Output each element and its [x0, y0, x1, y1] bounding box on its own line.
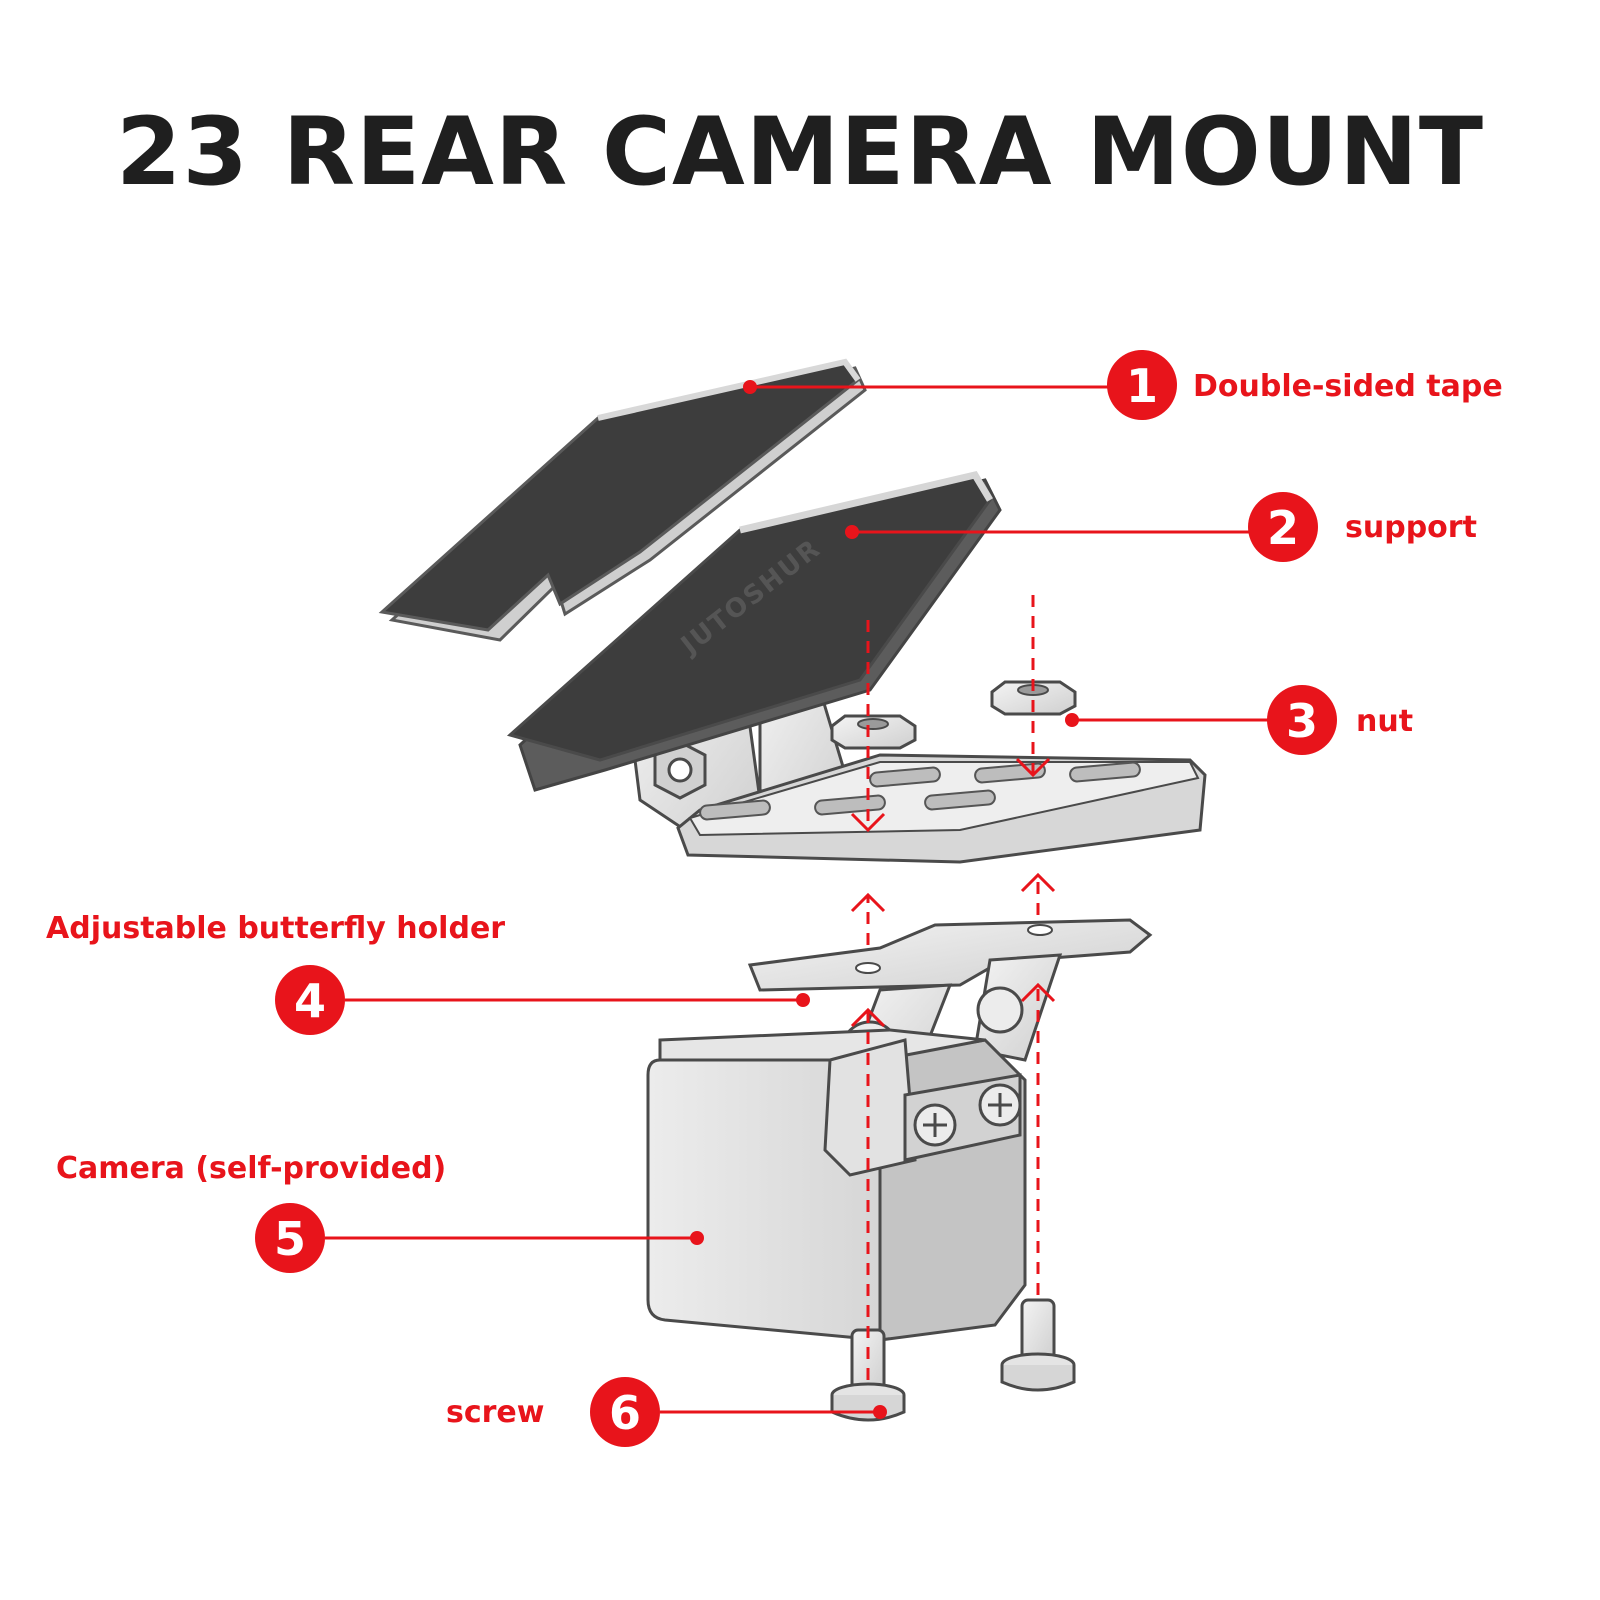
callout-label-4: Adjustable butterfly holder [46, 911, 505, 946]
callout-label-1: Double-sided tape [1193, 369, 1503, 404]
callout-6: screw 6 [446, 1377, 887, 1447]
callout-1: 1 Double-sided tape [743, 350, 1503, 420]
callout-2: 2 support [845, 492, 1477, 562]
callout-number-4: 4 [294, 974, 326, 1028]
assembly-guides [850, 595, 1056, 1380]
nut-part [830, 680, 1077, 750]
callout-label-3: nut [1356, 704, 1413, 739]
double-sided-tape-part [378, 358, 867, 642]
callout-5: Camera (self-provided) 5 [56, 1151, 704, 1273]
callout-4: Adjustable butterfly holder 4 [46, 911, 810, 1035]
page-title: 23 REAR CAMERA MOUNT [116, 98, 1484, 207]
callout-number-1: 1 [1126, 359, 1158, 413]
callout-number-2: 2 [1267, 501, 1299, 555]
camera-part [646, 1028, 1027, 1342]
callout-number-5: 5 [274, 1212, 306, 1266]
callout-number-3: 3 [1286, 694, 1318, 748]
callout-label-5: Camera (self-provided) [56, 1151, 446, 1186]
callout-3: 3 nut [1065, 685, 1413, 755]
callout-number-6: 6 [609, 1386, 641, 1440]
callout-label-2: support [1345, 510, 1477, 545]
callout-label-6: screw [446, 1395, 545, 1430]
support-part: JUTOSHUR [506, 471, 1207, 864]
